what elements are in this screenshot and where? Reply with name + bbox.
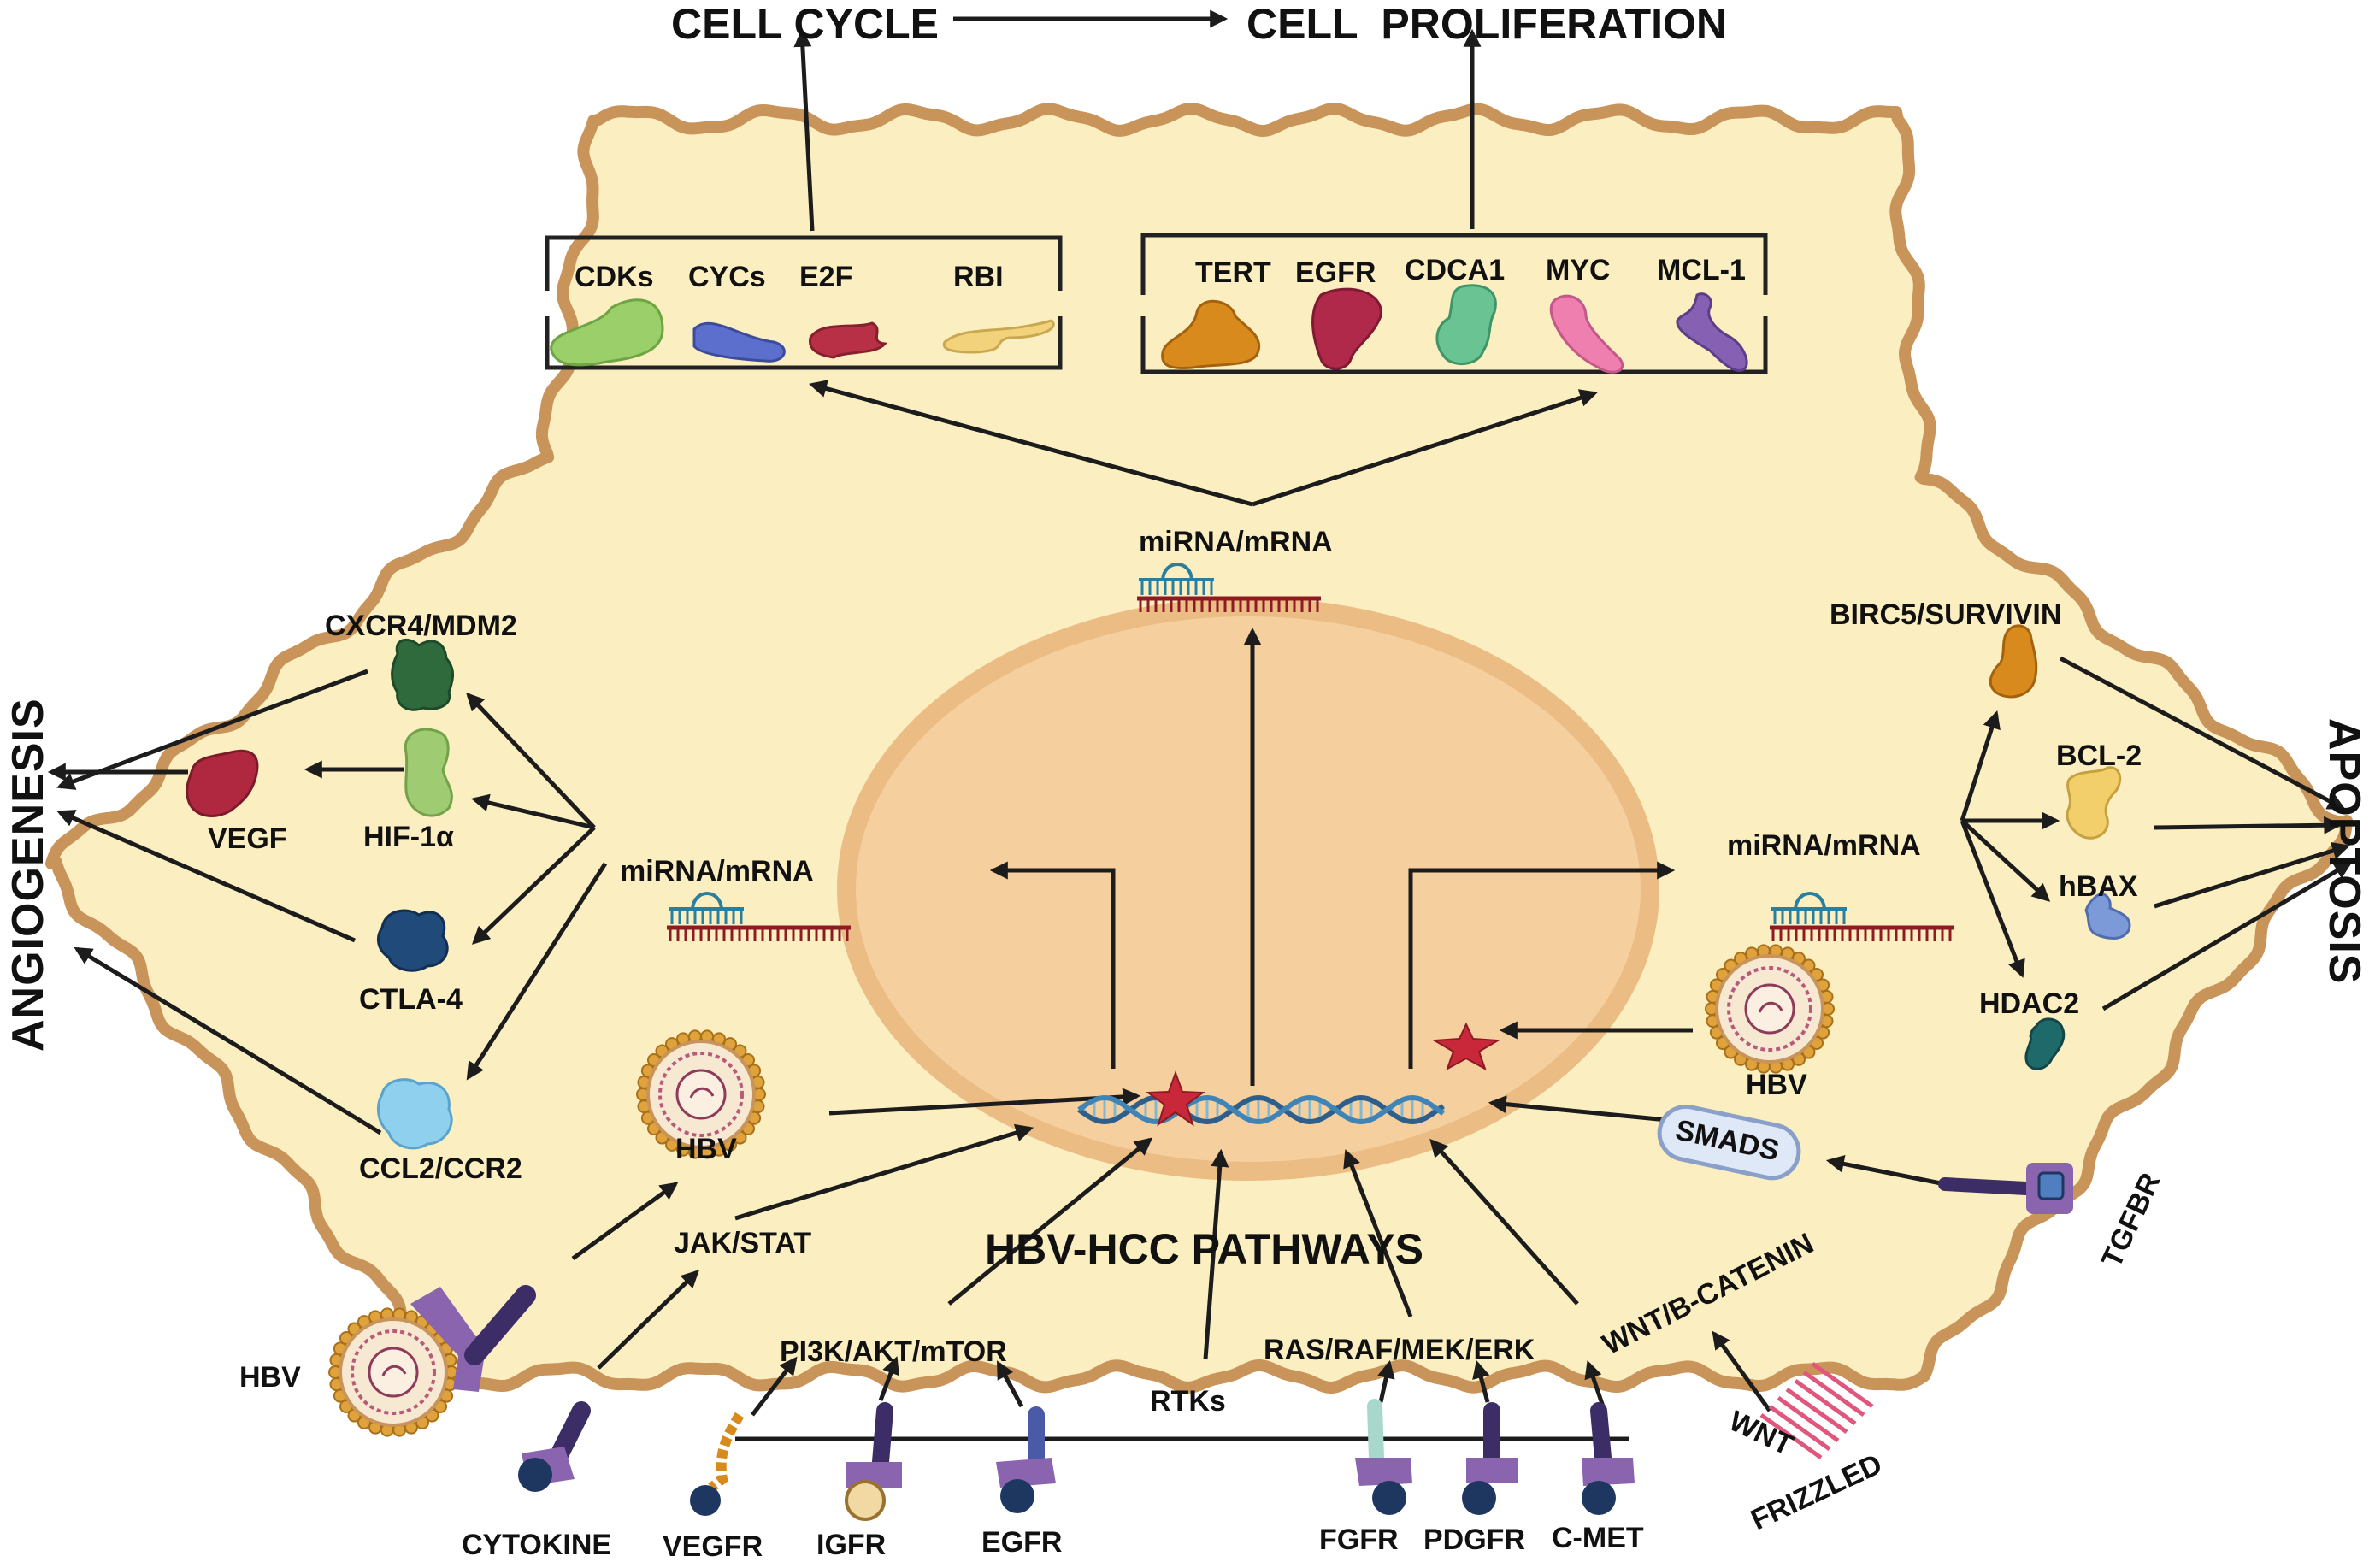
vegfr-receptor-icon — [690, 1412, 745, 1516]
mutation-star-left — [1146, 1070, 1205, 1127]
mirna-icon-right — [1770, 892, 1954, 941]
pi3k-label: PI3K/AKT/mTOR — [780, 1335, 1007, 1368]
hdac2-label: HDAC2 — [1979, 987, 2079, 1020]
wnt-ligand-label: WNT — [1724, 1405, 1798, 1462]
cmet-receptor-icon — [1582, 1402, 1635, 1515]
e2f-protein-icon — [808, 321, 887, 359]
hbax-protein-icon — [2084, 893, 2131, 940]
cmet-label: C-MET — [1552, 1522, 1644, 1554]
cdks-label: CDKs — [575, 261, 654, 293]
frizzled-label: FRIZZLED — [1746, 1447, 1887, 1536]
cxcr4-protein-icon — [391, 638, 454, 711]
proliferation-box — [1140, 233, 1768, 374]
pdgfr-label: PDGFR — [1423, 1524, 1525, 1556]
ccl2-protein-icon — [377, 1078, 453, 1150]
hbv-virus-icon-right — [1705, 944, 1835, 1074]
hif1a-label: HIF-1α — [363, 821, 454, 853]
cycs-label: CYCs — [688, 261, 766, 293]
hbax-label: hBAX — [2059, 870, 2138, 903]
mirna-top-label: miRNA/mRNA — [1139, 526, 1333, 558]
hbv-outside-label: HBV — [239, 1361, 301, 1394]
hbv-virus-icon-outside — [328, 1307, 458, 1437]
hdac2-protein-icon — [2024, 1017, 2066, 1070]
cytokine-label: CYTOKINE — [462, 1529, 611, 1561]
cell-cycle-box — [545, 235, 1063, 370]
mcl1-label: MCL-1 — [1657, 254, 1746, 286]
igfr-label: IGFR — [816, 1529, 886, 1561]
tgfbr-label: TGFBR — [2095, 1168, 2167, 1272]
hif1a-protein-icon — [404, 728, 453, 817]
cycs-protein-icon — [692, 321, 786, 363]
nucleus — [837, 598, 1659, 1181]
bcl2-protein-icon — [2066, 766, 2122, 840]
angiogenesis-label: ANGIOGENESIS — [3, 698, 53, 1052]
egfr-receptor-icon — [996, 1406, 1056, 1513]
pdgfr-receptor-icon — [1462, 1402, 1518, 1515]
cdca1-protein-icon — [1435, 284, 1497, 366]
rbi-label: RBI — [953, 261, 1004, 293]
birc5-protein-icon — [1989, 624, 2038, 699]
myc-label: MYC — [1546, 254, 1611, 286]
mirna-right-label: miRNA/mRNA — [1727, 829, 1921, 862]
cell-cycle-label: CELL CYCLE — [671, 0, 939, 48]
diagram-title: HBV-HCC PATHWAYS — [985, 1225, 1423, 1273]
e2f-label: E2F — [799, 261, 852, 293]
mirna-icon-top — [1137, 563, 1321, 612]
jak-stat-label: JAK/STAT — [674, 1227, 811, 1259]
hbv-inner-right-label: HBV — [1746, 1069, 1807, 1101]
hbv-receptor-icon — [410, 1285, 536, 1392]
mirna-icon-left — [667, 892, 851, 941]
receptors — [410, 1163, 2073, 1521]
vegfr-label: VEGFR — [663, 1530, 763, 1563]
rbi-protein-icon — [942, 319, 1055, 354]
fgfr-receptor-icon — [1355, 1399, 1412, 1515]
cdca1-label: CDCA1 — [1405, 254, 1505, 286]
tgfbr-receptor-icon — [1938, 1163, 2073, 1214]
mutation-star-right — [1431, 1022, 1501, 1071]
vegf-protein-icon — [186, 749, 259, 817]
myc-protein-icon — [1549, 294, 1624, 374]
cytokine-receptor-icon — [518, 1401, 591, 1492]
arrows — [47, 9, 2353, 1441]
egfr-receptor-label: EGFR — [981, 1526, 1062, 1559]
hbv-inner-left-label: HBV — [675, 1133, 737, 1165]
igfr-receptor-icon — [845, 1402, 902, 1521]
mcl1-protein-icon — [1676, 292, 1748, 372]
ctla4-protein-icon — [377, 909, 449, 972]
egfr-box-label: EGFR — [1295, 256, 1376, 289]
fgfr-label: FGFR — [1319, 1524, 1399, 1556]
ctla4-label: CTLA-4 — [359, 983, 463, 1016]
tert-label: TERT — [1195, 256, 1271, 289]
apoptosis-label: APOPTOSIS — [2319, 718, 2369, 984]
ccl2-label: CCL2/CCR2 — [359, 1152, 522, 1185]
smads-badge — [1657, 1104, 1801, 1181]
egfr-protein-icon — [1311, 287, 1382, 370]
mirna-left-label: miRNA/mRNA — [620, 855, 814, 887]
cxcr4-label: CXCR4/MDM2 — [325, 610, 517, 642]
cell-proliferation-label: CELL PROLIFERATION — [1246, 0, 1727, 48]
birc5-label: BIRC5/SURVIVIN — [1830, 598, 2061, 631]
tert-protein-icon — [1161, 299, 1261, 369]
cdks-protein-icon — [550, 298, 664, 367]
ras-label: RAS/RAF/MEK/ERK — [1264, 1334, 1535, 1366]
frizzled-receptor-icon — [1759, 1361, 1874, 1460]
bcl2-label: BCL-2 — [2056, 740, 2142, 772]
hbv-virus-icon-left — [636, 1029, 766, 1159]
vegf-label: VEGF — [208, 822, 287, 855]
rtks-label: RTKs — [1150, 1385, 1226, 1418]
